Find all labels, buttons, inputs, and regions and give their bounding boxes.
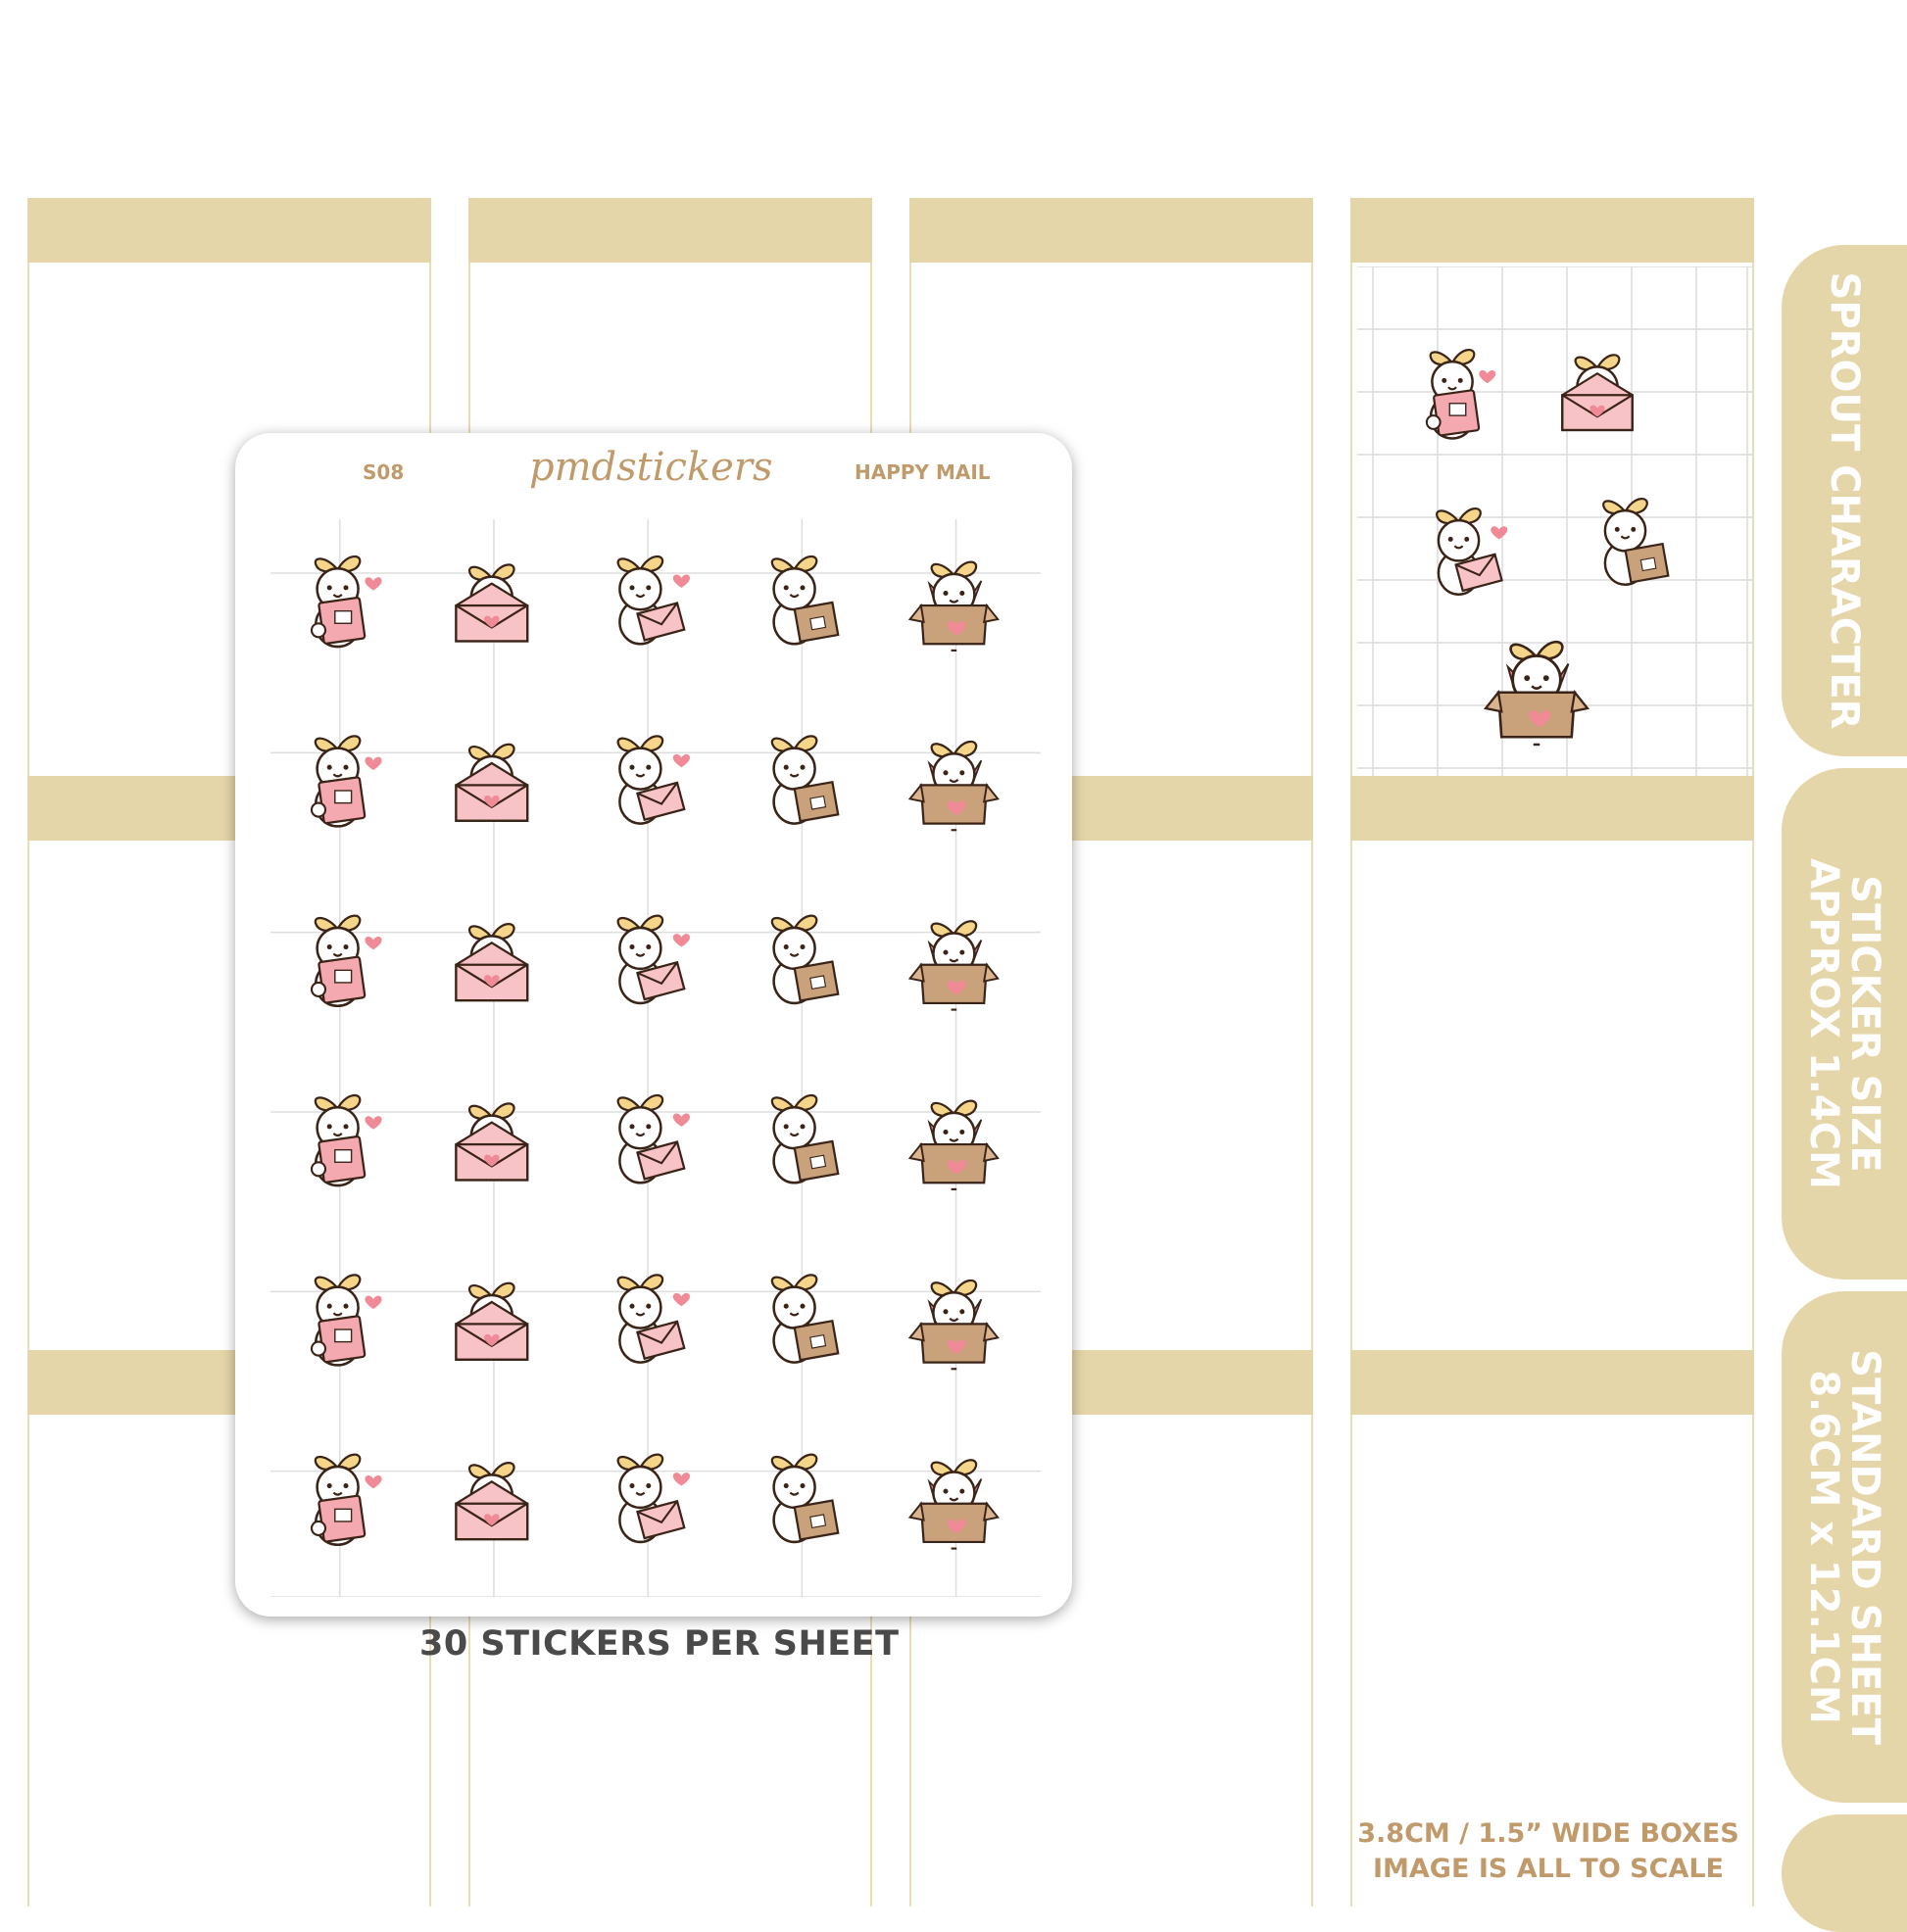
gift-box-icon [910,562,999,652]
mail-bag-icon [312,1275,382,1365]
love-letter-icon [618,916,690,1003]
mail-bag-icon [312,916,382,1006]
tab-partial [1782,1814,1907,1932]
header-band [468,198,872,263]
sticker-preview [1357,266,1754,780]
envelope-icon [456,1463,527,1539]
envelope-icon [456,1103,527,1180]
gift-box-icon [910,1280,999,1370]
scale-note: 3.8CM / 1.5” WIDE BOXES IMAGE IS ALL TO … [1357,1818,1739,1884]
tab-label: SPROUT CHARACTER [1822,271,1867,730]
sticker-grid [270,519,1041,1597]
gift-box-icon [910,742,999,831]
mail-bag-icon [1398,331,1506,449]
envelope-icon [456,745,527,821]
envelope-icon [456,924,527,1000]
header-band [909,198,1313,263]
parcel-icon [772,1275,838,1362]
love-letter-icon [618,1095,690,1183]
section-band [1350,1350,1754,1415]
tab-sprout-character[interactable]: SPROUT CHARACTER [1782,245,1907,756]
love-letter-icon [1410,490,1518,607]
love-letter-icon [618,556,690,644]
envelope-icon [456,1283,527,1360]
parcel-icon [772,556,838,644]
planner-column-4 [1350,198,1754,1907]
mail-bag-icon [312,736,382,826]
sheet-code: S08 [363,460,405,484]
parcel-icon [772,1095,838,1183]
parcel-icon [772,1455,838,1542]
sheet-gridlines [270,519,1041,1597]
envelope-icon [456,564,527,641]
parcel-icon [1577,480,1685,598]
love-letter-icon [618,1455,690,1542]
header-band [1350,198,1754,263]
mail-bag-icon [312,1455,382,1545]
gift-box-icon [910,921,999,1010]
gift-box-icon [910,1101,999,1190]
sheet-caption: 30 STICKERS PER SHEET [419,1624,900,1664]
section-band [1350,776,1754,841]
gift-box-icon [1473,619,1600,747]
parcel-icon [772,916,838,1003]
sticker-sheet: S08 pmdstickers HAPPY MAIL [235,433,1072,1617]
envelope-icon [1543,333,1651,441]
parcel-icon [772,736,838,823]
header-band [27,198,431,263]
sheet-theme: HAPPY MAIL [855,460,991,484]
mail-bag-icon [312,556,382,647]
love-letter-icon [618,1275,690,1362]
love-letter-icon [618,736,690,823]
mail-bag-icon [312,1095,382,1185]
gift-box-icon [910,1460,999,1549]
brand-logo: pmdstickers [529,445,773,490]
